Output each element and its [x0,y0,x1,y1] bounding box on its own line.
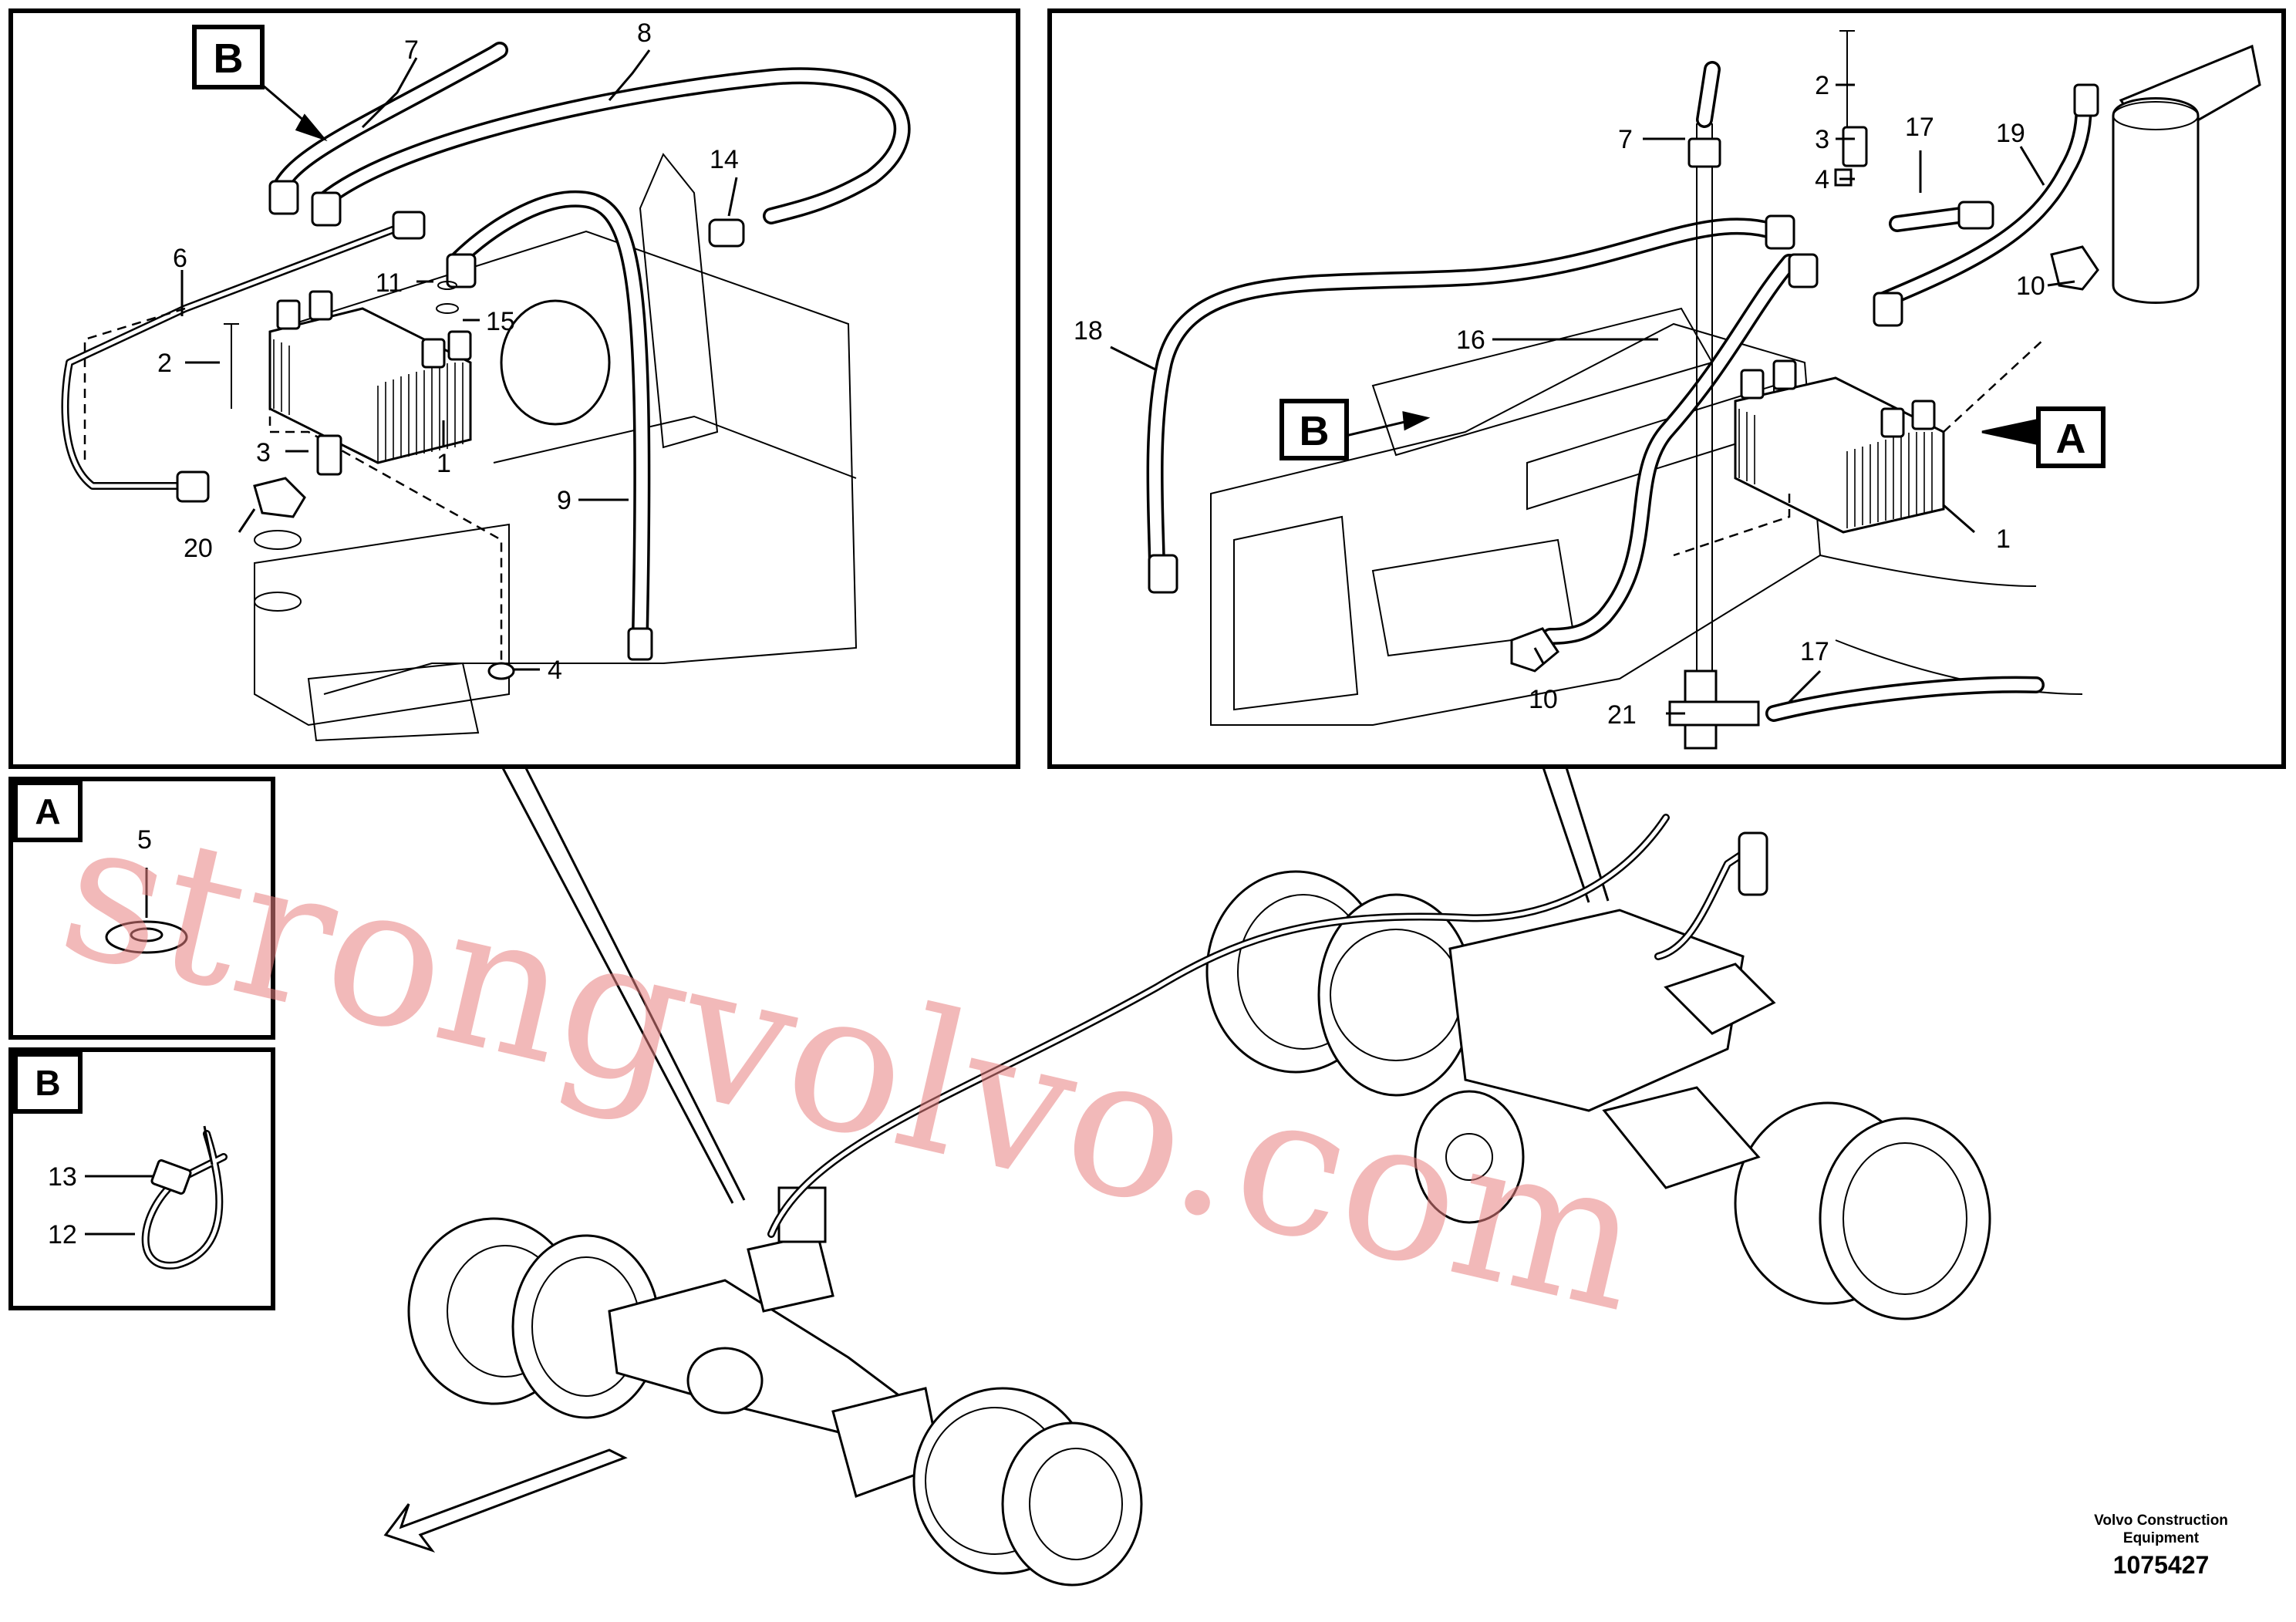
callout-17-lower: 17 [1800,637,1829,666]
box-b-top-left [192,25,265,89]
box-a-detail [13,781,83,842]
callout-19: 19 [1996,119,2025,148]
drawing-number: 1075427 [2113,1551,2210,1579]
top-left-inset-frame [8,8,1020,769]
company-line-1: Volvo Construction [2094,1512,2228,1529]
callout-21: 21 [1607,700,1637,730]
callout-10-upper: 10 [2016,271,2045,301]
callout-leaders [85,49,2075,1236]
cable-tie-head [150,1159,192,1195]
callout-8: 8 [637,19,652,48]
callout-11: 11 [376,268,403,298]
callout-20: 20 [184,534,213,563]
title-block: Volvo Construction Equipment 1075427 [2094,1512,2228,1579]
callout-4-left: 4 [548,656,562,685]
callout-3-right: 3 [1815,125,1829,154]
box-labels: B B A A B [13,25,2106,1114]
callout-3-left: 3 [256,438,271,467]
rear-axle [1205,870,1991,1320]
callout-7-right: 7 [1618,125,1633,154]
direction-arrow [383,1448,628,1553]
detail-a-frame [8,777,275,1040]
callout-5: 5 [137,825,152,855]
callout-7: 7 [404,35,419,65]
leader-left-b [523,764,746,1201]
box-b-top-right [1279,399,1349,460]
callout-4-right: 4 [1815,165,1829,194]
main-assembly-view [383,764,1991,1587]
callout-9: 9 [557,486,571,515]
box-a-top-right [2036,406,2106,468]
box-b-detail-text: B [35,1063,60,1103]
box-b-top-right-text: B [1300,408,1330,454]
callout-2-left: 2 [157,349,172,378]
top-right-inset [1146,30,2261,750]
company-line-2: Equipment [2123,1530,2200,1546]
callout-14: 14 [710,145,739,174]
filter-small [1738,831,1768,896]
callout-1-right: 1 [1996,524,2011,554]
box-a-top-right-text: A [2056,416,2086,462]
top-left-inset [61,42,911,742]
callout-17-upper: 17 [1905,113,1934,142]
front-axle [407,1186,1143,1587]
leader-right-a [1541,764,1590,903]
inset-frames [8,8,2286,1310]
callout-15: 15 [486,307,515,336]
callout-12: 12 [48,1220,77,1249]
callout-10-lower: 10 [1529,685,1558,714]
detail-b [141,1125,228,1270]
detail-a [105,868,188,954]
callout-2-right: 2 [1815,71,1829,100]
top-right-inset-frame [1047,8,2286,769]
oil-cooler-left [268,290,472,464]
filter-canister [2112,44,2261,304]
box-b-top-left-text: B [214,35,244,82]
box-a-detail-text: A [35,791,60,831]
callout-18: 18 [1074,316,1103,346]
callout-16: 16 [1456,325,1485,355]
callout-1-left: 1 [437,449,451,478]
callout-13: 13 [48,1162,77,1192]
oil-cooler-right [1734,359,1945,534]
box-b-detail [13,1052,83,1114]
detail-b-frame [8,1047,275,1310]
leader-left-a [500,764,734,1204]
callout-6: 6 [173,244,187,273]
callout-numbers: 7 8 6 14 11 15 2 3 1 9 20 4 2 7 3 4 17 1… [48,19,2045,1249]
